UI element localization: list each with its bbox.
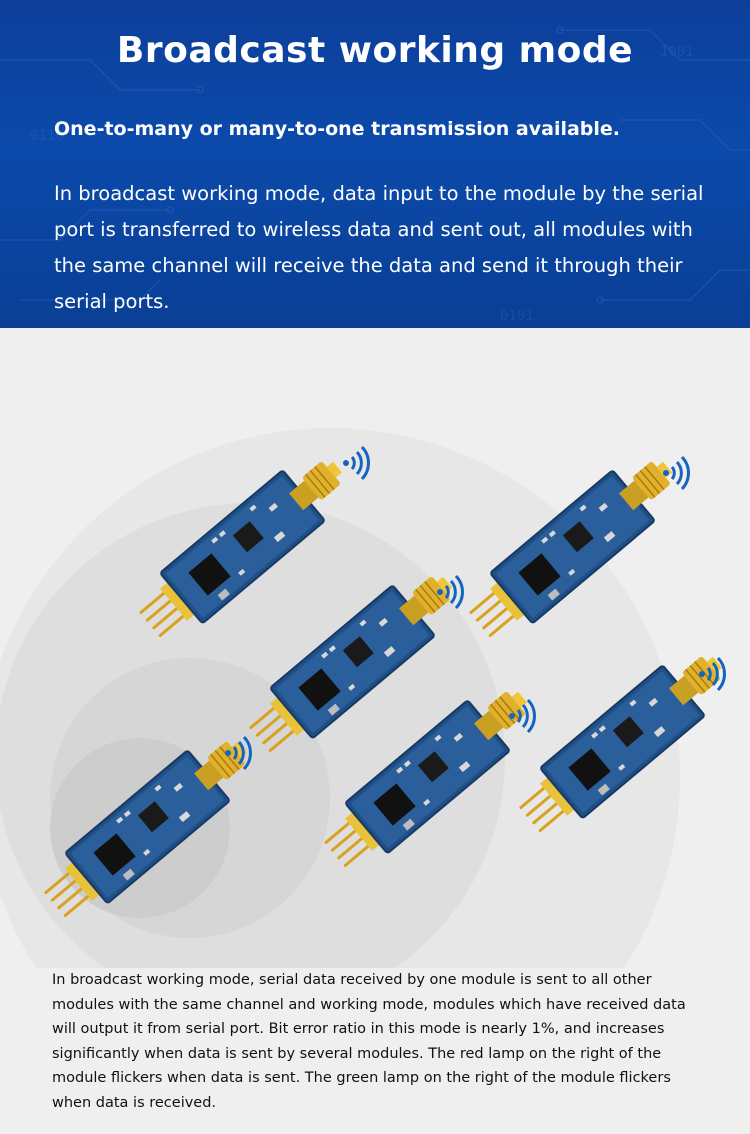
description: In broadcast working mode, data input to… [54,182,704,313]
broadcast-illustration [0,428,741,968]
circuit-background: 1001 0110 0101 [0,26,750,324]
subtitle: One-to-many or many-to-one transmission … [54,118,621,140]
svg-text:0101: 0101 [500,308,534,324]
svg-text:0110: 0110 [30,128,64,144]
footer-description: In broadcast working mode, serial data r… [52,972,686,1111]
page-title: Broadcast working mode [116,30,634,71]
header-banner: 1001 0110 0101 Broadcast working mode On… [0,0,750,328]
svg-text:1001: 1001 [660,44,694,60]
